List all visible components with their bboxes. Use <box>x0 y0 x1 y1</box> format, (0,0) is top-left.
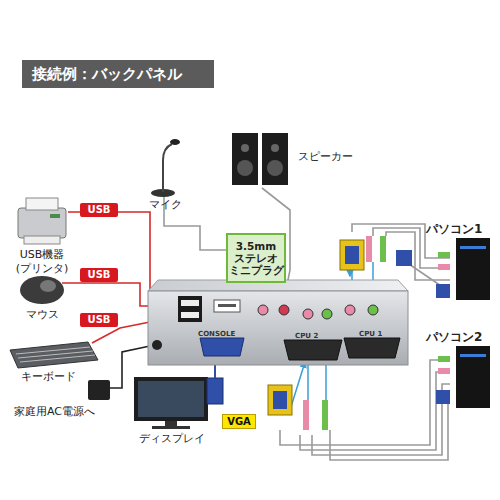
kvm-switch-body-part <box>258 305 268 315</box>
display-icon-part <box>138 381 204 417</box>
vga-tag: VGA <box>222 414 256 429</box>
part-label: ディスプレイ <box>132 432 212 446</box>
keyboard-icon <box>10 342 98 368</box>
printer-icon-part <box>24 236 60 244</box>
node-text: 3.5mm ステレオ ミニプラグ <box>228 240 284 276</box>
kvm-switch-body-part <box>279 305 289 315</box>
vga-plugs-part <box>380 236 386 262</box>
kvm-switch-body-part <box>214 300 240 312</box>
part-label: パソコン2 <box>426 330 498 346</box>
kvm-switch-body-part <box>218 304 236 307</box>
vga-plugs <box>268 236 412 430</box>
speaker-icon-part <box>241 144 249 152</box>
microphone-icon <box>151 139 180 197</box>
pc-tower-icons-part <box>438 264 450 270</box>
speaker-icon-part <box>262 133 288 185</box>
part-label: マウス <box>14 308 70 322</box>
title-banner: 接続例：バックパネル <box>22 60 214 88</box>
pc-tower-icons-part <box>460 246 486 249</box>
vga-plugs-part <box>268 385 292 415</box>
pc-tower-icons-part <box>460 354 486 357</box>
kvm-switch-body-part <box>178 296 202 322</box>
plug-note-box: 3.5mm ステレオ ミニプラグ <box>226 233 286 283</box>
keyboard-icon-part <box>10 342 98 368</box>
kvm-switch-body-part <box>181 312 199 318</box>
kvm-switch-body-part <box>181 300 199 306</box>
vga-plugs-part <box>303 400 309 430</box>
kvm-switch-body-part <box>322 309 332 319</box>
port-label: CPU 2 <box>295 332 318 340</box>
node-text: VGA <box>227 416 251 428</box>
kvm-switch-body <box>148 280 408 365</box>
part-label: USB機器 (プリンタ) <box>6 248 78 277</box>
usb-tag: USB <box>80 268 118 282</box>
display-icon-part <box>165 421 177 426</box>
port-label: CPU 1 <box>359 330 382 338</box>
pc-cables-part <box>386 232 450 280</box>
printer-icon-part <box>26 198 58 210</box>
pc-tower-icons-part <box>456 238 490 300</box>
pc-tower-icons <box>436 238 490 408</box>
speaker-icon-part <box>271 144 279 152</box>
part-label: 家庭用AC電源へ <box>14 405 126 419</box>
ac-adapter-icon-part <box>88 380 110 400</box>
vga-plugs-part <box>340 240 364 270</box>
speaker-icon-part <box>237 160 253 176</box>
pc-tower-icons-part <box>436 390 450 404</box>
part-label: キーボード <box>10 370 86 384</box>
printer-icon-part <box>50 214 60 218</box>
pc-tower-icons-part <box>438 252 450 258</box>
kvm-switch-body-part <box>368 305 378 315</box>
kvm-switch-body-part <box>344 338 400 358</box>
node-text: USB <box>88 269 111 281</box>
speaker-icon <box>232 133 288 185</box>
part-label: パソコン1 <box>426 222 498 238</box>
usb-tag: USB <box>80 203 118 217</box>
pc-tower-icons-part <box>438 356 450 362</box>
part-label: スピーカー <box>298 150 378 164</box>
printer-icon-part <box>18 208 66 238</box>
pc-cables <box>280 224 450 460</box>
microphone-icon-part <box>170 139 180 145</box>
port-label: CONSOLE <box>198 330 235 338</box>
part-label: マイク <box>138 198 192 212</box>
pc-cables-part <box>300 372 450 450</box>
mouse-icon-part <box>20 276 64 304</box>
speaker-icon-part <box>267 160 283 176</box>
kvm-switch-body-part <box>303 309 313 319</box>
vga-console-plug-part <box>207 378 223 404</box>
kvm-switch-body-part <box>152 340 162 350</box>
title-text: 接続例：バックパネル <box>32 65 182 84</box>
display-icon-part <box>134 377 208 421</box>
speaker-icon-part <box>232 133 258 185</box>
mouse-icon-part <box>40 280 56 292</box>
vga-plugs-part <box>273 391 287 409</box>
pc-cables-part <box>312 384 450 455</box>
node-text: USB <box>88 204 111 216</box>
vga-plugs-part <box>366 236 372 262</box>
microphone-icon-part <box>163 144 172 192</box>
node-text: USB <box>88 314 111 326</box>
keyboard-icon-part <box>16 347 95 362</box>
display-icon-part <box>152 426 190 429</box>
kvm-switch-body-part <box>284 340 342 360</box>
vga-plugs-part <box>396 250 412 266</box>
printer-icon <box>18 198 66 244</box>
kvm-switch-body-part <box>200 338 244 356</box>
usb-tag: USB <box>80 313 118 327</box>
kvm-switch-body-part <box>148 291 408 365</box>
kvm-switch-panel: CONSOLE CPU 2 CPU 1 <box>148 291 408 365</box>
vga-plugs-part <box>345 246 359 264</box>
pc-tower-icons-part <box>436 284 450 298</box>
pc-tower-icons-part <box>456 346 490 408</box>
vga-console-plug <box>207 360 223 404</box>
pc-tower-icons-part <box>438 368 450 374</box>
vga-plugs-part <box>322 400 328 430</box>
kvm-switch-body-part <box>345 305 355 315</box>
pc-cables-part <box>280 360 450 445</box>
mouse-icon <box>20 276 64 304</box>
display-icon <box>134 377 212 429</box>
pc-cables-part <box>330 396 448 460</box>
